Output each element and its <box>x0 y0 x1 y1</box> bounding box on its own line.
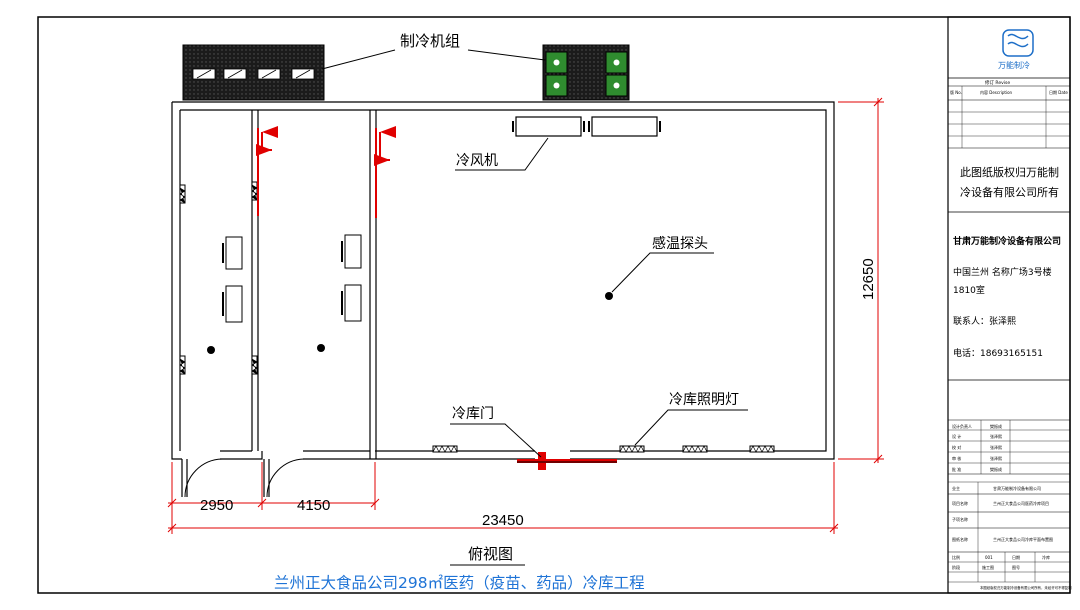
date-label: 日期 <box>1012 554 1020 560</box>
logo-text: 万能制冷 <box>998 60 1030 70</box>
air-cooler-label: 冷风机 <box>456 153 498 169</box>
cold-door-label: 冷库门 <box>452 406 494 422</box>
sheet-label: 图号 <box>1012 564 1020 570</box>
sign-name-0: 樊振成 <box>990 423 1002 429</box>
door-swing-1 <box>184 458 223 498</box>
rev-col-content: 内容 Description <box>980 89 1013 95</box>
temp-probe-icon <box>207 292 613 354</box>
project-label: 项目名称 <box>952 500 968 506</box>
company-name: 甘肃万能制冷设备有限公司 <box>953 235 1061 247</box>
company-logo: 万能制冷 <box>998 29 1034 70</box>
fan-icon <box>545 51 628 97</box>
rev-col-no: 版 No. <box>950 89 962 95</box>
copyright-line-1: 此图纸版权归万能制 <box>960 165 1059 179</box>
sign-role-0: 设计负责人 <box>952 423 972 429</box>
wall-lamp-icon <box>179 181 258 375</box>
copyright-line-2: 冷设备有限公司所有 <box>960 185 1059 199</box>
sign-name-2: 张泽熙 <box>990 444 1002 450</box>
dimension-room1: 2950 <box>200 497 233 514</box>
title-block-frame <box>947 16 1071 594</box>
sign-name-1: 张泽熙 <box>990 433 1002 439</box>
air-cooler-small <box>225 234 362 323</box>
project-value: 兰州正大食品公司医药冷库项目 <box>993 500 1049 506</box>
dimension-overall-width: 23450 <box>482 512 524 529</box>
condensing-unit-left <box>182 44 325 101</box>
temp-probe-label: 感温探头 <box>652 235 708 252</box>
dimension-lines <box>167 97 884 534</box>
stage-label: 阶段 <box>952 564 960 570</box>
sheet-border <box>37 16 1071 594</box>
sign-role-1: 设 计 <box>952 433 961 439</box>
dimension-overall-depth: 12650 <box>860 258 877 300</box>
sign-role-2: 校 对 <box>952 444 961 450</box>
sign-name-4: 樊振成 <box>990 466 1002 472</box>
client-label: 业主 <box>952 485 960 491</box>
view-title: 俯视图 <box>468 545 513 563</box>
sheet-value: 冷库 <box>1042 554 1050 560</box>
address-line-1: 中国兰州 名称广场3号楼 <box>953 266 1052 278</box>
building-walls <box>171 101 835 497</box>
address-line-2: 1810室 <box>953 284 985 296</box>
drawing-value: 兰州正大食品公司冷库平面布置图 <box>993 536 1053 542</box>
door-swing-2 <box>266 458 305 498</box>
stage-value: 施工图 <box>982 564 994 570</box>
sign-name-3: 张泽熙 <box>990 455 1002 461</box>
sign-role-4: 批 准 <box>952 466 961 472</box>
dimension-room2: 4150 <box>297 497 330 514</box>
contact-person: 联系人：张泽熙 <box>953 316 1016 327</box>
revision-header: 修订 Revise <box>985 79 1010 86</box>
sub-label: 子项名称 <box>952 516 968 522</box>
sign-role-3: 审 核 <box>952 455 961 461</box>
lighting-label: 冷库照明灯 <box>669 392 739 408</box>
scale-value: 001 <box>985 555 993 560</box>
client-value: 甘肃万能制冷设备有限公司 <box>993 485 1041 491</box>
air-cooler-large <box>512 116 661 137</box>
footer-note: 本图纸版权归万能制冷设备有限公司所有，未经许可不得复制 <box>980 585 1072 590</box>
scale-label: 比例 <box>952 554 960 560</box>
rev-col-date: 日期 Date <box>1049 89 1068 95</box>
sliding-door <box>517 452 617 470</box>
refrigeration-unit-label: 制冷机组 <box>400 32 460 50</box>
phone-number: 电话：18693165151 <box>953 347 1043 359</box>
condensing-unit-right <box>542 44 630 101</box>
drawing-label: 图纸名称 <box>952 536 968 542</box>
project-title: 兰州正大食品公司298㎡医药（疫苗、药品）冷库工程 <box>274 574 645 592</box>
pipe-route <box>256 126 396 218</box>
